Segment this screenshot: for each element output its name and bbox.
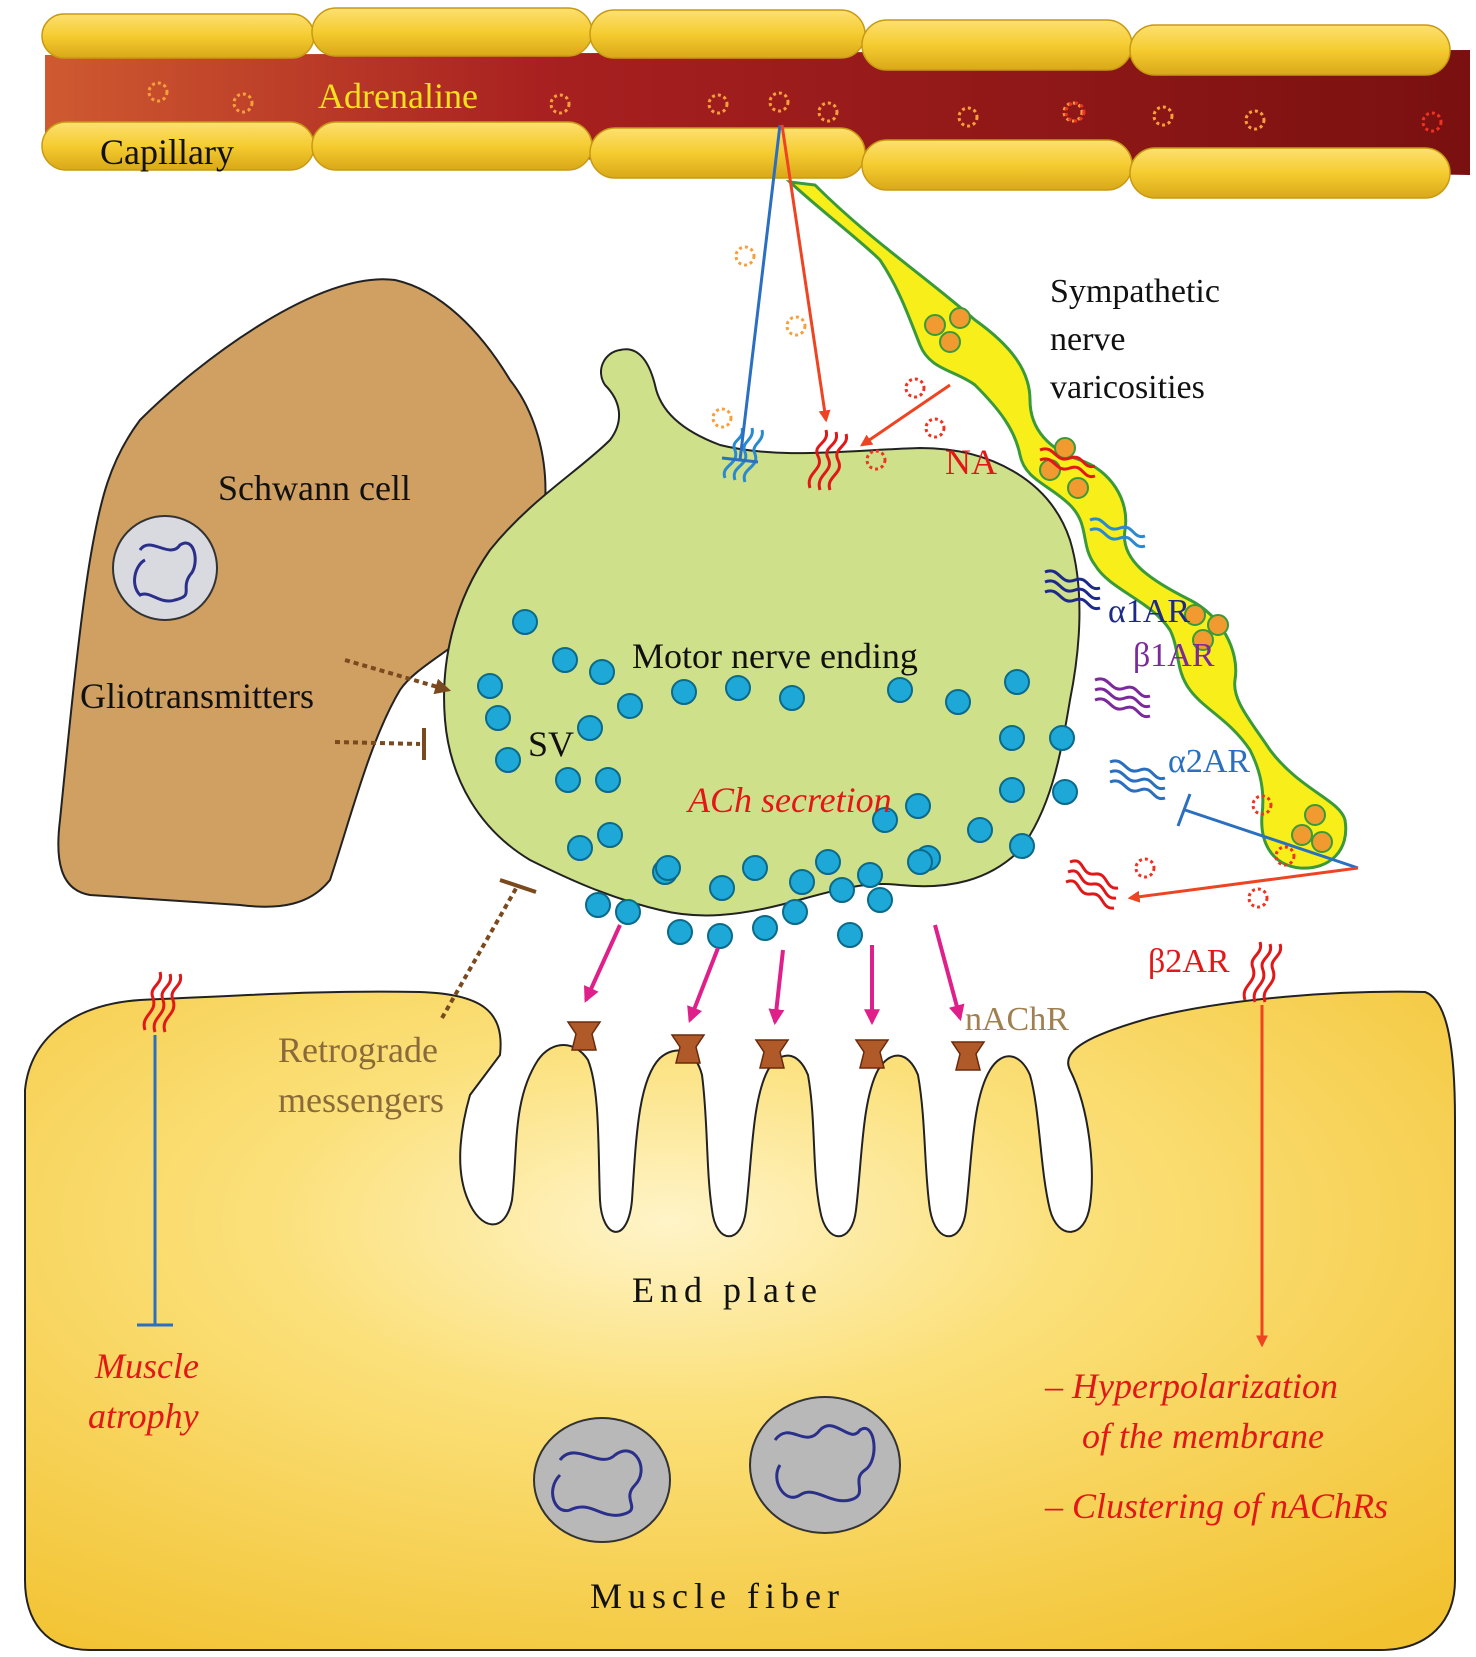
noradrenaline-vesicles [924, 307, 1333, 853]
muscle-atrophy-label-line1: Muscle [94, 1346, 199, 1386]
ach-secretion-label: ACh secretion [686, 780, 892, 820]
a2ar-receptor [1109, 759, 1166, 801]
muscle-atrophy-receptor [142, 971, 183, 1033]
sympathetic-label-line1: Sympathetic [1050, 273, 1220, 310]
gliotransmitter-inhibition-line [334, 728, 426, 760]
retrograde-label-line2: messengers [278, 1080, 444, 1120]
retrograde-inhibition-line [440, 878, 537, 1019]
muscle-nucleus [749, 1396, 901, 1534]
endothelial-cell [1129, 24, 1451, 76]
a2ar-label: α2AR [1168, 743, 1250, 780]
schwann-cell [57, 278, 547, 908]
b1ar-label: β1AR [1133, 637, 1215, 674]
nachr-label: nAChR [965, 1001, 1069, 1038]
capillary-label: Capillary [100, 132, 234, 172]
muscle-nucleus [533, 1417, 671, 1543]
sympathetic-blue-receptor [1089, 517, 1146, 549]
b1ar-receptor [1094, 677, 1151, 719]
ach-release-arrows [583, 924, 965, 1026]
adrenoceptor-red-top [807, 429, 849, 491]
na-molecules [865, 377, 1296, 909]
muscle-atrophy-inhibition-line [137, 1035, 173, 1327]
motor-nerve-ending-label: Motor nerve ending [632, 636, 918, 676]
nachr-receptors [566, 1021, 986, 1071]
clustering-label: – Clustering of nAChRs [1044, 1486, 1388, 1526]
endothelial-cell [41, 13, 315, 59]
b2ar-label: β2AR [1148, 943, 1230, 980]
adrenaline-activation-arrow [780, 124, 831, 423]
hyperpolarization-label-line1: – Hyperpolarization [1044, 1366, 1338, 1406]
na-label: NA [945, 442, 997, 482]
adrenoceptor-blue-top [722, 427, 764, 483]
sv-label: SV [528, 724, 574, 764]
endothelial-cell [861, 139, 1133, 191]
synaptic-vesicles [477, 609, 1078, 949]
a2ar-inhibition-line [1176, 793, 1359, 870]
a1ar-receptor [1044, 569, 1101, 611]
adrenaline-inhibition-line [721, 124, 782, 464]
endothelial-cell [589, 127, 866, 179]
endothelial-cell [311, 7, 593, 57]
endothelial-cell [311, 121, 593, 171]
gliotransmitters-label: Gliotransmitters [80, 676, 314, 716]
endothelial-cell [1129, 147, 1451, 199]
endothelial-cell [589, 9, 866, 59]
sympathetic-label-line3: varicosities [1050, 369, 1205, 406]
end-plate-label: End plate [632, 1270, 823, 1310]
muscle-fiber [24, 990, 1456, 1651]
endothelial-cell [861, 19, 1133, 71]
adrenaline-molecules [147, 81, 1266, 131]
b2ar-receptor-nerve [1065, 859, 1119, 910]
a1ar-label: α1AR [1108, 593, 1190, 630]
hyperpolarization-label-line2: of the membrane [1082, 1416, 1324, 1456]
schwann-nucleus [112, 515, 218, 621]
muscle-atrophy-label-line2: atrophy [88, 1396, 199, 1436]
b2ar-receptor-muscle [1242, 941, 1283, 1003]
na-activation-arrow [860, 383, 951, 447]
muscle-fiber-label: Muscle fiber [590, 1576, 845, 1616]
schwann-cell-label: Schwann cell [218, 468, 411, 508]
adrenaline-label: Adrenaline [318, 76, 478, 116]
retrograde-label-line1: Retrograde [278, 1030, 438, 1070]
b2ar-activation-arrow [1127, 866, 1359, 903]
sympathetic-label-line2: nerve [1050, 321, 1126, 358]
capillary [41, 7, 1470, 199]
adrenaline-molecules-red [1064, 101, 1443, 133]
sympathetic-red-receptor [1039, 447, 1096, 479]
adrenaline-molecules-outside [711, 245, 807, 429]
